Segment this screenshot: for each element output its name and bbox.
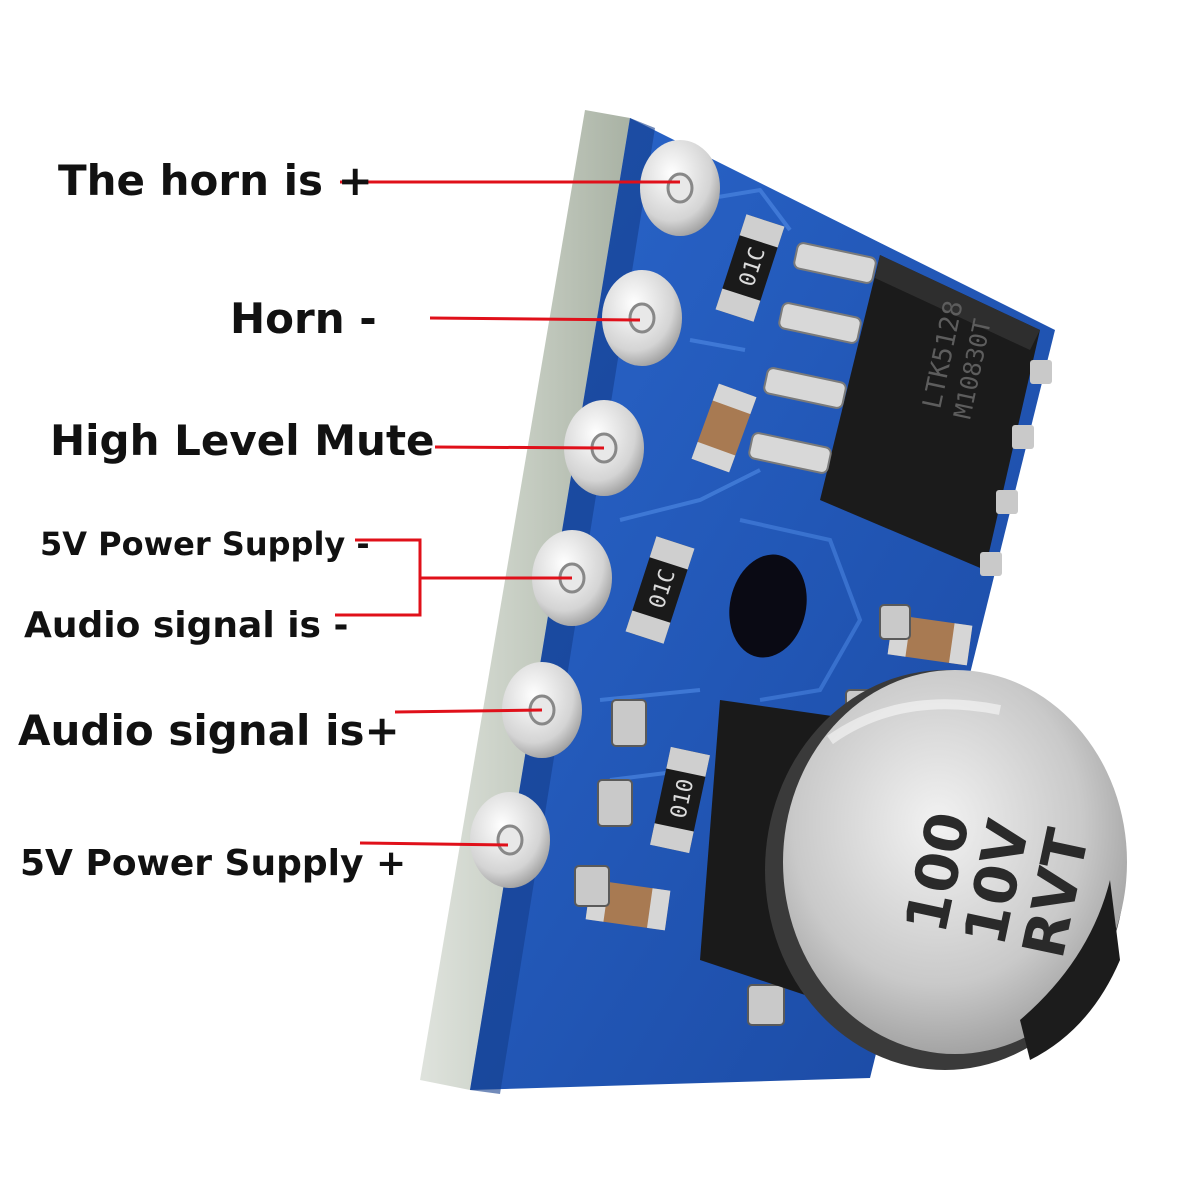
label-mute: High Level Mute [50,416,435,465]
label-audio-minus: Audio signal is - [24,605,349,646]
label-audio-plus: Audio signal is+ [18,706,400,755]
leader-power-plus [359,841,509,847]
smd-components: 01C 01C 010 [574,214,973,1026]
mounting-hole [729,554,807,658]
leader-mute [434,445,605,450]
leader-lines [335,180,680,847]
label-power-plus: 5V Power Supply + [20,843,407,884]
amplifier-ic: LTK5128 M10830T [748,242,1052,576]
electrolytic-capacitor: 100 10V RVT [700,670,1127,1070]
label-horn-minus: Horn - [230,294,377,343]
leader-audio-plus [394,708,543,714]
label-horn-plus: The horn is + [58,156,373,205]
leader-horn-minus [429,316,641,322]
label-power-minus: 5V Power Supply - [40,525,370,563]
